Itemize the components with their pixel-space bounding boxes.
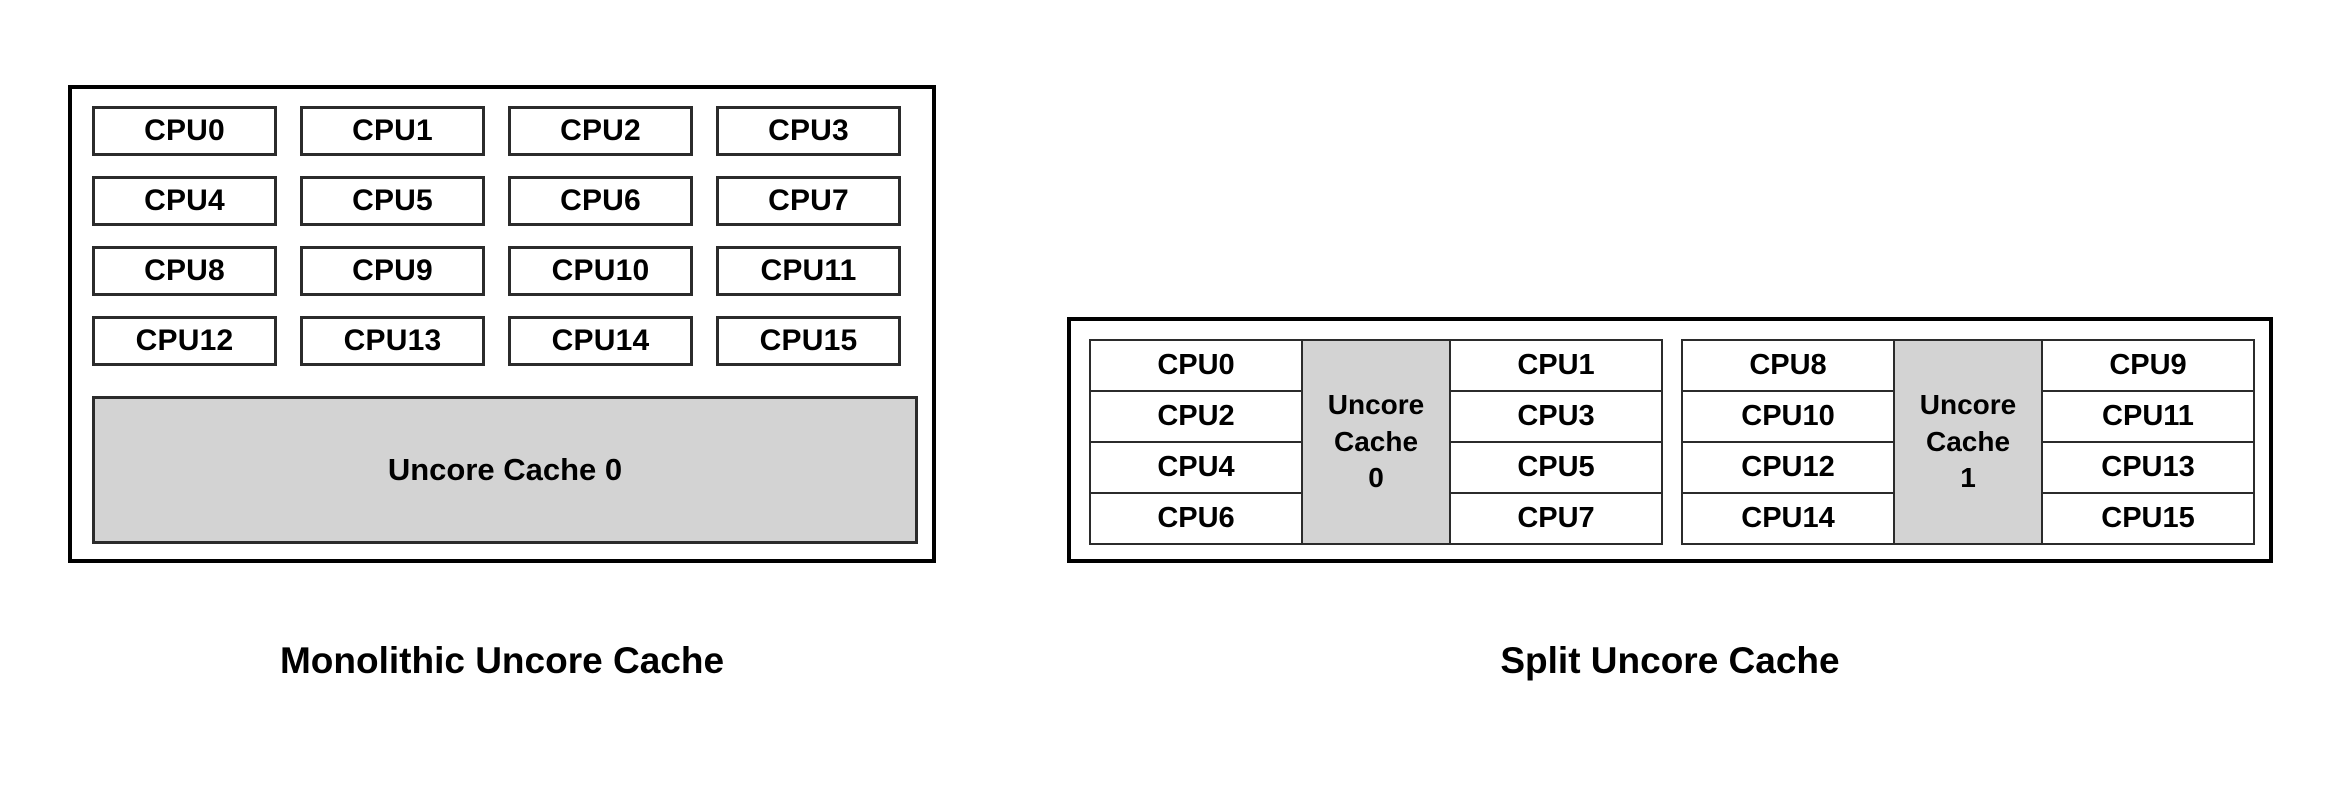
cpu-box: CPU5: [300, 176, 485, 226]
cache-label-line-1: Uncore: [1327, 388, 1425, 420]
cpu-box: CPU11: [2041, 390, 2255, 443]
cache-label-line-3: 0: [1368, 462, 1384, 494]
cpu-box: CPU2: [508, 106, 693, 156]
cache-label-line-1: Uncore: [1919, 388, 2017, 420]
uncore-cache-block: Uncore Cache 0: [92, 396, 918, 544]
uncore-cache-block-0: Uncore Cache 0: [1301, 339, 1451, 545]
cpu-box: CPU6: [508, 176, 693, 226]
cpu-box: CPU9: [2041, 339, 2255, 392]
monolithic-uncore-cache-figure: CPU0 CPU1 CPU2 CPU3 CPU4 CPU5 CPU6 CPU7 …: [0, 0, 1000, 802]
cpu-box: CPU15: [716, 316, 901, 366]
cpu-box: CPU3: [716, 106, 901, 156]
cpu-box: CPU0: [1089, 339, 1303, 392]
monolithic-caption: Monolithic Uncore Cache: [279, 640, 725, 681]
cpu-box: CPU4: [92, 176, 277, 226]
cpu-box: CPU12: [1681, 441, 1895, 494]
cpu-box: CPU11: [716, 246, 901, 296]
cpu-box: CPU12: [92, 316, 277, 366]
cluster-0-right-column: CPU1 CPU3 CPU5 CPU7: [1449, 339, 1663, 545]
cache-label-line-3: 1: [1960, 462, 1976, 494]
cpu-box: CPU8: [92, 246, 277, 296]
cpu-box: CPU14: [1681, 492, 1895, 545]
cpu-box: CPU5: [1449, 441, 1663, 494]
split-cluster-container: CPU0 CPU2 CPU4 CPU6 Uncore Cache 0 CPU1 …: [1089, 339, 2255, 545]
cache-label-line-2: Cache: [1333, 425, 1419, 457]
cpu-box: CPU2: [1089, 390, 1303, 443]
monolithic-cpu-grid: CPU0 CPU1 CPU2 CPU3 CPU4 CPU5 CPU6 CPU7 …: [92, 106, 918, 366]
cluster-0-left-column: CPU0 CPU2 CPU4 CPU6: [1089, 339, 1303, 545]
cpu-box: CPU6: [1089, 492, 1303, 545]
cpu-box: CPU1: [300, 106, 485, 156]
cpu-box: CPU9: [300, 246, 485, 296]
cache-label-line-2: Cache: [1925, 425, 2011, 457]
cluster-1-left-column: CPU8 CPU10 CPU12 CPU14: [1681, 339, 1895, 545]
cpu-cluster-1: CPU8 CPU10 CPU12 CPU14 Uncore Cache 1 CP…: [1681, 339, 2255, 545]
cpu-box: CPU7: [716, 176, 901, 226]
cpu-box: CPU14: [508, 316, 693, 366]
monolithic-socket-outline: CPU0 CPU1 CPU2 CPU3 CPU4 CPU5 CPU6 CPU7 …: [68, 85, 936, 563]
cpu-box: CPU3: [1449, 390, 1663, 443]
cluster-1-right-column: CPU9 CPU11 CPU13 CPU15: [2041, 339, 2255, 545]
uncore-cache-block-1: Uncore Cache 1: [1893, 339, 2043, 545]
cpu-box: CPU13: [2041, 441, 2255, 494]
split-uncore-cache-figure: CPU0 CPU2 CPU4 CPU6 Uncore Cache 0 CPU1 …: [1000, 0, 2348, 802]
cpu-box: CPU10: [1681, 390, 1895, 443]
cpu-box: CPU7: [1449, 492, 1663, 545]
cpu-cluster-0: CPU0 CPU2 CPU4 CPU6 Uncore Cache 0 CPU1 …: [1089, 339, 1663, 545]
cpu-box: CPU15: [2041, 492, 2255, 545]
cpu-box: CPU1: [1449, 339, 1663, 392]
split-socket-outline: CPU0 CPU2 CPU4 CPU6 Uncore Cache 0 CPU1 …: [1067, 317, 2273, 563]
split-caption: Split Uncore Cache: [1500, 640, 1840, 681]
cpu-box: CPU0: [92, 106, 277, 156]
cpu-box: CPU13: [300, 316, 485, 366]
cpu-box: CPU8: [1681, 339, 1895, 392]
cpu-box: CPU4: [1089, 441, 1303, 494]
cpu-box: CPU10: [508, 246, 693, 296]
